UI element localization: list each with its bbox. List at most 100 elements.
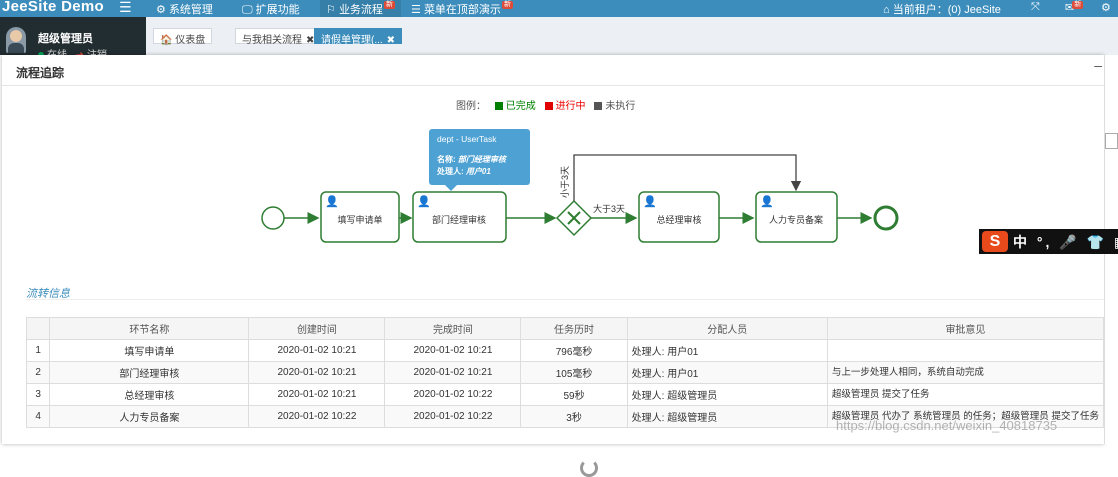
- section-title: 流转信息: [26, 288, 70, 300]
- start-event[interactable]: [261, 206, 285, 230]
- cell-completed: 2020-01-02 10:21: [384, 361, 522, 384]
- cell-comment: [826, 339, 1105, 362]
- col-header-completed[interactable]: 完成时间: [384, 317, 522, 340]
- col-header-step[interactable]: 环节名称: [49, 317, 250, 340]
- tooltip-name-row: 名称: 部门经理审核: [437, 154, 522, 166]
- task-general-manager-review[interactable]: 总经理审核 👤: [638, 191, 720, 243]
- tooltip-title: dept - UserTask: [437, 134, 497, 144]
- home-icon: 🏠: [160, 35, 173, 46]
- legend-label: 图例：: [456, 101, 486, 112]
- nav-item-workflow[interactable]: ⚐ 业务流程 新: [320, 0, 401, 18]
- tenant-switcher[interactable]: ⌂ 当前租户：(0) JeeSite: [883, 1, 1001, 17]
- avatar[interactable]: [6, 27, 26, 53]
- cell-completed: 2020-01-02 10:22: [384, 405, 522, 428]
- process-diagram: 填写申请单 👤 部门经理审核 👤 小于3天 大于3天 总经理审核 👤: [261, 154, 899, 243]
- tab-close-icon[interactable]: ✖: [386, 35, 396, 46]
- col-header-index: [25, 317, 51, 340]
- table-row[interactable]: 4 人力专员备案 2020-01-02 10:22 2020-01-02 10:…: [25, 405, 1105, 428]
- tab-my-processes[interactable]: 与我相关流程 ✖: [235, 28, 322, 46]
- app-brand[interactable]: JeeSite Demo: [2, 0, 104, 15]
- nav-item-extend[interactable]: 🖵 扩展功能: [242, 1, 300, 17]
- new-badge: 新: [384, 1, 395, 9]
- flag-icon: ⚐: [326, 4, 336, 16]
- settings-icon[interactable]: ⚙: [1101, 2, 1111, 14]
- cell-duration: 3秒: [520, 405, 628, 428]
- task-tooltip: dept - UserTask 名称: 部门经理审核 处理人: 用户01: [429, 129, 530, 191]
- close-icon[interactable]: –: [1094, 57, 1102, 73]
- cell-created: 2020-01-02 10:22: [248, 405, 386, 428]
- cell-step: 部门经理审核: [49, 361, 250, 384]
- ime-status: 中 °, 🎤 👕 ▦: [1013, 234, 1118, 250]
- legend-running-label: 进行中: [555, 101, 586, 112]
- task-label: 总经理审核: [656, 214, 701, 225]
- cell-step: 填写申请单: [49, 339, 250, 362]
- cell-created: 2020-01-02 10:21: [248, 339, 386, 362]
- tooltip-assignee-label: 处理人:: [437, 167, 464, 176]
- tab-leave-management[interactable]: 请假单管理(...✖: [314, 28, 403, 46]
- new-badge: 新: [1072, 1, 1084, 9]
- user-name: 超级管理员: [38, 33, 93, 45]
- cell-comment: 超级管理员 代办了 系统管理员 的任务；超级管理员 提交了任务: [826, 405, 1105, 428]
- loading-spinner-icon: [580, 459, 598, 477]
- cell-created: 2020-01-02 10:21: [248, 383, 386, 406]
- end-event[interactable]: [873, 205, 899, 231]
- user-task-icon: 👤: [760, 195, 774, 208]
- cell-step: 人力专员备案: [49, 405, 250, 428]
- cell-assignee: 处理人: 用户01: [626, 339, 828, 362]
- legend-done-label: 已完成: [505, 101, 536, 112]
- ime-toolbar[interactable]: S 中 °, 🎤 👕 ▦: [979, 229, 1118, 254]
- condition-more-label: 大于3天: [593, 203, 625, 214]
- table-row[interactable]: 1 填写申请单 2020-01-02 10:21 2020-01-02 10:2…: [25, 339, 1105, 362]
- menu-icon: ☰: [411, 4, 421, 16]
- cell-comment: 超级管理员 提交了任务: [826, 383, 1105, 406]
- table-header-row: 环节名称 创建时间 完成时间 任务历时 分配人员 审批意见: [25, 317, 1105, 340]
- nav-item-top-menu-demo[interactable]: ☰ 菜单在顶部演示 新: [411, 1, 513, 17]
- col-header-duration[interactable]: 任务历时: [520, 317, 628, 340]
- nav-item-label: 菜单在顶部演示: [423, 4, 501, 16]
- cell-assignee: 处理人: 超级管理员: [626, 405, 828, 428]
- task-fill-application[interactable]: 填写申请单 👤: [320, 191, 400, 243]
- table-row[interactable]: 2 部门经理审核 2020-01-02 10:21 2020-01-02 10:…: [25, 361, 1105, 384]
- task-label: 部门经理审核: [432, 214, 486, 225]
- monitor-icon: 🖵: [242, 4, 253, 16]
- nav-item-system[interactable]: ⚙ 系统管理: [156, 1, 213, 17]
- notification-icon[interactable]: ✉新: [1065, 1, 1084, 14]
- tooltip-name-value: 部门经理审核: [457, 155, 506, 164]
- new-badge: 新: [502, 1, 513, 9]
- cell-assignee: 处理人: 超级管理员: [626, 383, 828, 406]
- table-row[interactable]: 3 总经理审核 2020-01-02 10:21 2020-01-02 10:2…: [25, 383, 1105, 406]
- section-divider: [26, 299, 1106, 300]
- exclusive-gateway[interactable]: [555, 199, 593, 237]
- flow-line-less-3-days: [573, 154, 802, 201]
- col-header-created[interactable]: 创建时间: [248, 317, 386, 340]
- hamburger-menu-icon[interactable]: ☰: [119, 0, 132, 15]
- legend-pending-label: 未执行: [605, 101, 636, 112]
- nav-item-label: 扩展功能: [255, 4, 300, 16]
- flow-history-table: 环节名称 创建时间 完成时间 任务历时 分配人员 审批意见 1 填写申请单 20…: [25, 317, 1105, 428]
- tenant-label: 当前租户：(0) JeeSite: [892, 4, 1001, 16]
- user-task-icon: 👤: [643, 195, 657, 208]
- cell-index: 1: [25, 339, 51, 362]
- cell-completed: 2020-01-02 10:22: [384, 383, 522, 406]
- gear-icon: ⚙: [156, 4, 166, 16]
- task-label: 人力专员备案: [769, 214, 823, 225]
- tab-dashboard[interactable]: 🏠 仪表盘: [153, 28, 213, 46]
- tab-label: 与我相关流程: [242, 35, 302, 46]
- fullscreen-icon[interactable]: ⤧: [1031, 1, 1040, 13]
- tooltip-assignee-value: 用户01: [465, 167, 491, 176]
- tab-label: 请假单管理(...: [321, 35, 383, 46]
- nav-item-label: 业务流程: [338, 4, 383, 16]
- task-hr-filing[interactable]: 人力专员备案 👤: [755, 191, 838, 243]
- cell-step: 总经理审核: [49, 383, 250, 406]
- cell-index: 4: [25, 405, 51, 428]
- col-header-assignee[interactable]: 分配人员: [626, 317, 828, 340]
- task-dept-manager-review[interactable]: 部门经理审核 👤: [412, 191, 507, 243]
- col-header-comment[interactable]: 审批意见: [826, 317, 1105, 340]
- legend-running-swatch: [544, 102, 553, 110]
- modal-header: 流程追踪 –: [2, 55, 1104, 86]
- scrollbar-thumb[interactable]: [1105, 133, 1118, 149]
- tab-close-icon[interactable]: ✖: [306, 35, 315, 46]
- diagram-legend: 图例： 已完成 进行中 未执行: [456, 97, 635, 112]
- user-task-icon: 👤: [417, 195, 431, 208]
- condition-less-label: 小于3天: [560, 166, 570, 198]
